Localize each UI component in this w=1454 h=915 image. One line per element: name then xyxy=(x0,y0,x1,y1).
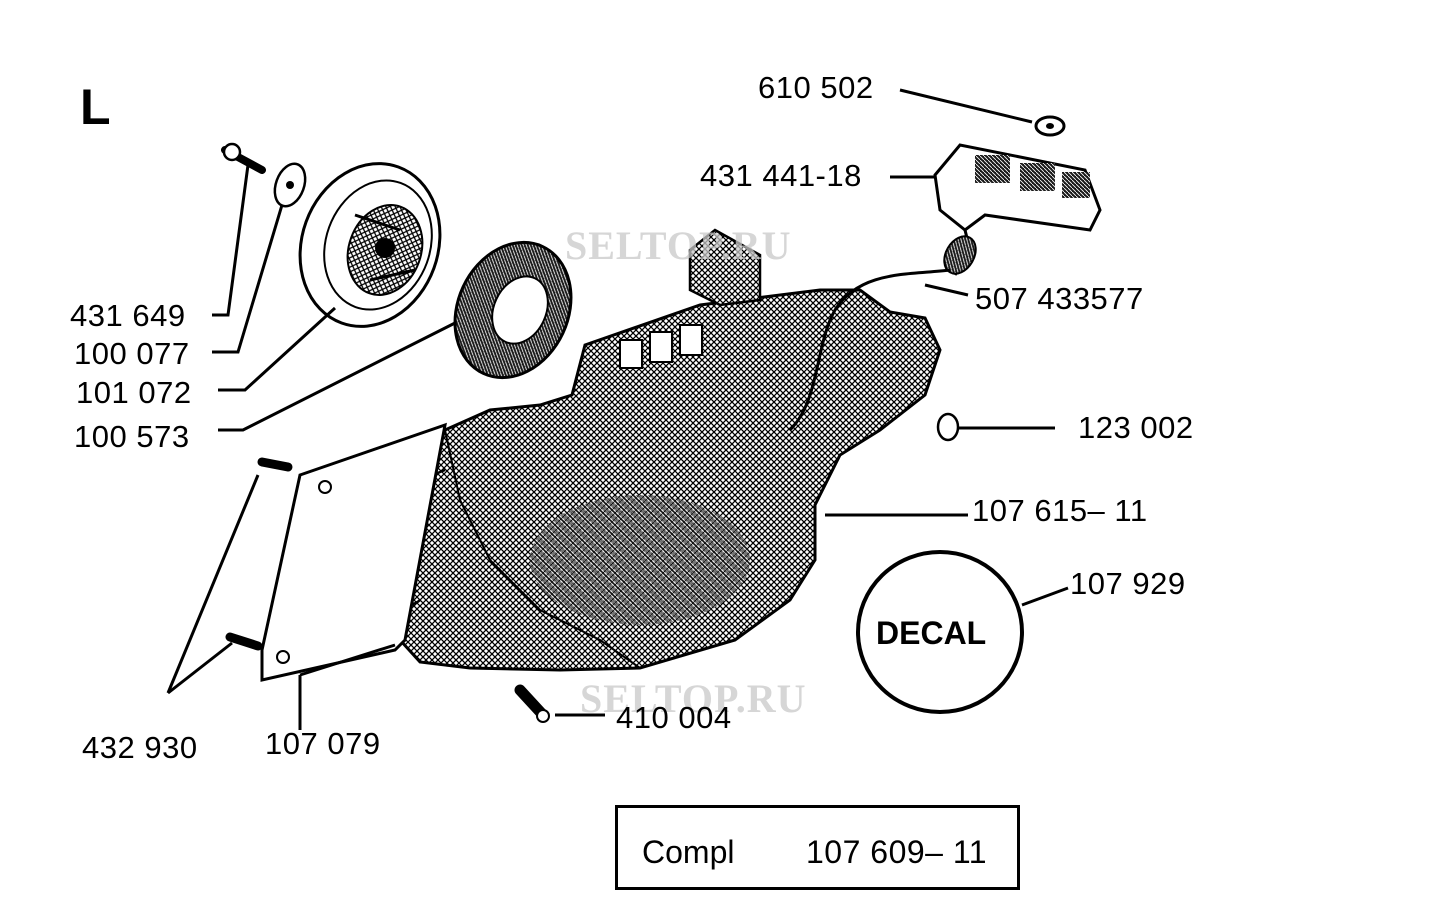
decal-circle xyxy=(856,550,1024,714)
part-label-107929: 107 929 xyxy=(1070,566,1186,601)
washer xyxy=(273,162,307,208)
part-label-507433577: 507 433577 xyxy=(975,281,1144,316)
complete-set-label: Compl xyxy=(642,834,735,870)
section-letter: L xyxy=(80,79,111,135)
center-screw xyxy=(221,142,266,174)
part-label-107079: 107 079 xyxy=(265,726,381,761)
watermark-top: SELTOP.RU xyxy=(565,223,792,268)
starter-rope xyxy=(788,268,951,432)
housing-screw xyxy=(936,412,960,442)
part-label-610502: 610 502 xyxy=(758,70,874,105)
plate-screw xyxy=(225,457,293,651)
part-label-100573: 100 573 xyxy=(74,419,190,454)
part-label-431441-18: 431 441-18 xyxy=(700,158,862,193)
pulley xyxy=(298,162,442,328)
complete-set-box xyxy=(615,805,1020,890)
part-label-432930: 432 930 xyxy=(82,730,198,765)
part-label-123002: 123 002 xyxy=(1078,410,1194,445)
handle-washer xyxy=(1034,115,1066,137)
part-label-100077: 100 077 xyxy=(74,336,190,371)
part-label-431649: 431 649 xyxy=(70,298,186,333)
decal-label: DECAL xyxy=(876,615,987,651)
starter-handle xyxy=(933,143,1102,276)
bottom-screw xyxy=(514,684,550,723)
leader-lines xyxy=(166,88,1069,730)
cover-plate xyxy=(260,422,447,682)
recoil-spring xyxy=(453,240,573,380)
part-label-107615-11: 107 615– 11 xyxy=(972,493,1148,528)
part-label-101072: 101 072 xyxy=(76,375,192,410)
watermark-bottom: SELTOP.RU xyxy=(580,676,807,721)
complete-set-number: 107 609– 11 xyxy=(806,834,988,870)
part-label-410004: 410 004 xyxy=(616,700,732,735)
starter-housing xyxy=(366,228,942,672)
